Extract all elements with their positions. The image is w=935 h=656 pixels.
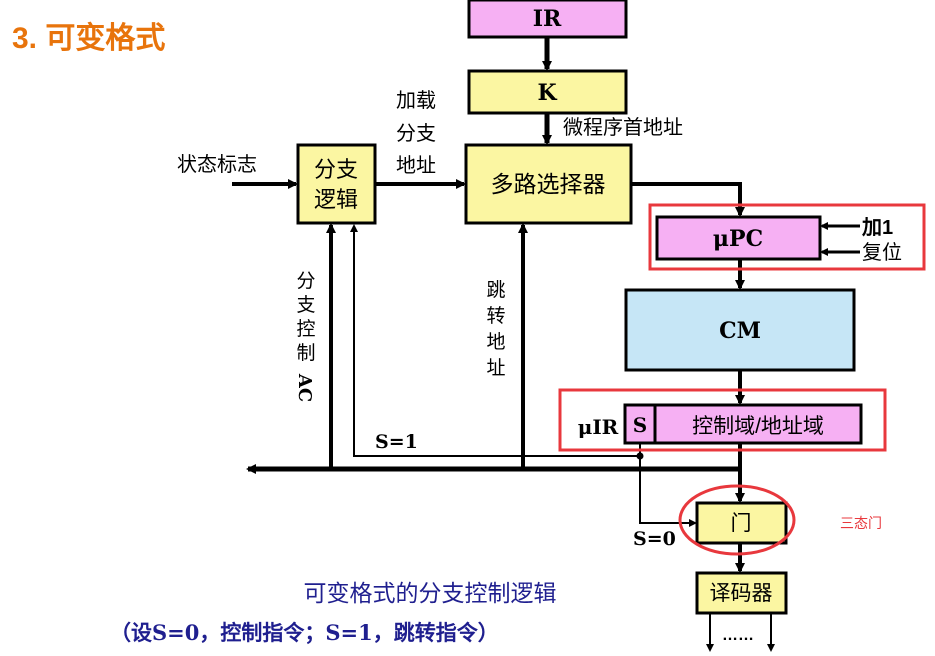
upc-block: μPC [655, 215, 822, 261]
gate-block: 门 [695, 501, 788, 545]
decoder-output-dots: …… [722, 627, 754, 644]
uir-control-field [653, 403, 863, 445]
load-branch-addr-line3: 地址 [396, 154, 436, 177]
gate-label: 门 [731, 512, 752, 535]
s1-label: S=1 [375, 431, 418, 453]
uir-register: μIR S 控制域/地址域 [578, 403, 863, 445]
cm-block: CM [624, 288, 856, 372]
tristate-gate-annotation: 三态门 [840, 515, 882, 531]
decoder-block: 译码器 [695, 571, 788, 615]
status-flags-label: 状态标志 [177, 153, 257, 176]
caption-line1: 可变格式的分支控制逻辑 [304, 580, 557, 606]
mux-to-upc-line [631, 182, 745, 217]
k-block: K [467, 69, 628, 115]
connections [232, 37, 860, 652]
mux-block: 多路选择器 [464, 143, 633, 225]
branch-control-char-4: 制 [296, 342, 315, 364]
uir-highlight-box [558, 388, 887, 452]
branch-control-char-1: 分 [296, 270, 315, 292]
jump-addr-char-1: 跳 [486, 279, 505, 301]
jump-addr-char-4: 址 [486, 357, 505, 379]
branch-control-ac-text: AC [294, 373, 315, 402]
jump-addr-char-2: 转 [486, 305, 505, 327]
s0-label: S=0 [633, 528, 676, 550]
jump-addr-label: 跳 转 地 址 [486, 279, 505, 379]
ir-block: IR [467, 0, 628, 39]
uir-s-label: S [633, 413, 647, 437]
jump-addr-char-3: 地 [486, 331, 505, 353]
uir-s-field [623, 403, 657, 445]
mux-label: 多路选择器 [491, 171, 606, 197]
branch-control-char-2: 支 [296, 294, 315, 316]
k-label: K [537, 80, 557, 106]
branch-logic-line2: 逻辑 [314, 187, 358, 212]
cm-label: CM [719, 318, 761, 344]
branch-logic-line1: 分支 [314, 157, 358, 182]
uir-control-label: 控制域/地址域 [692, 415, 824, 438]
upc-highlight-box [648, 203, 926, 271]
ir-label: IR [533, 6, 562, 32]
gate-highlight-ellipse [678, 484, 796, 556]
caption-line2: （设S=0，控制指令；S=1，跳转指令） [110, 620, 499, 645]
upc-label: μPC [713, 226, 763, 252]
load-branch-addr-line1: 加载 [396, 89, 436, 112]
s-junction-dot [636, 452, 644, 460]
branch-logic-block: 分支 逻辑 [296, 143, 377, 225]
plus1-label: 加1 [861, 216, 893, 239]
s0-line [639, 456, 697, 527]
load-branch-addr-line2: 分支 [396, 122, 436, 145]
page-title: 3. 可变格式 [12, 21, 165, 55]
reset-label: 复位 [862, 241, 902, 264]
decoder-label: 译码器 [710, 582, 773, 605]
micro-start-addr-label: 微程序首地址 [563, 116, 683, 139]
branch-control-ac-label: 分 支 控 制 AC [294, 270, 316, 402]
uir-label: μIR [578, 415, 619, 439]
branch-control-char-3: 控 [296, 318, 315, 340]
